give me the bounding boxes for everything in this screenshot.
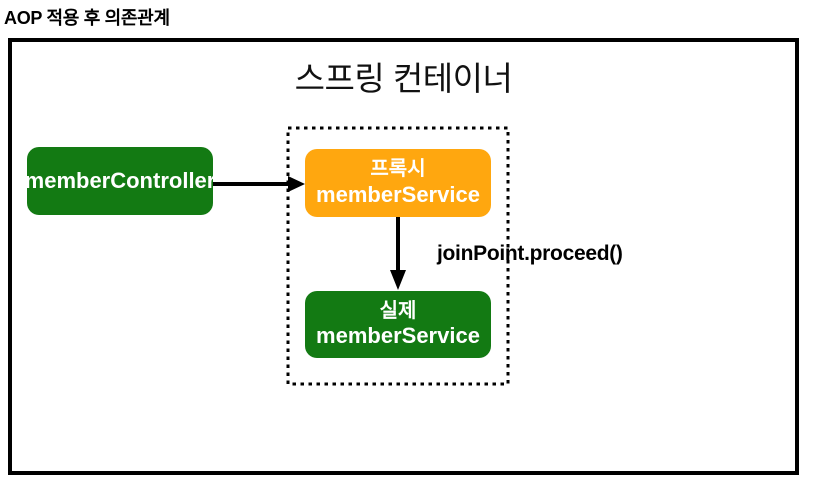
arrow-head [288,176,305,192]
page-title: AOP 적용 후 의존관계 [4,8,170,28]
proxy-to-actual-arrow [390,217,406,290]
actual-member-service-node: 실제 memberService [305,291,491,358]
arrow-head [390,270,406,290]
member-controller-label: memberController [24,167,216,193]
member-controller-node: memberController [24,147,216,215]
joinpoint-proceed-label: joinPoint.proceed() [437,242,623,265]
controller-to-proxy-arrow [213,176,305,192]
spring-container-box [8,38,799,475]
spring-container-label: 스프링 컨테이너 [294,60,513,97]
proxy-member-service-label-line2: memberService [316,181,480,207]
actual-member-service-label-line2: memberService [316,323,480,349]
proxy-boundary-rect [286,126,510,386]
proxy-member-service-node: 프록시 memberService [305,149,491,217]
proxy-member-service-label-line1: 프록시 [370,158,426,181]
proxy-boundary-dotted-box [286,126,510,386]
actual-member-service-label-line1: 실제 [379,299,417,322]
